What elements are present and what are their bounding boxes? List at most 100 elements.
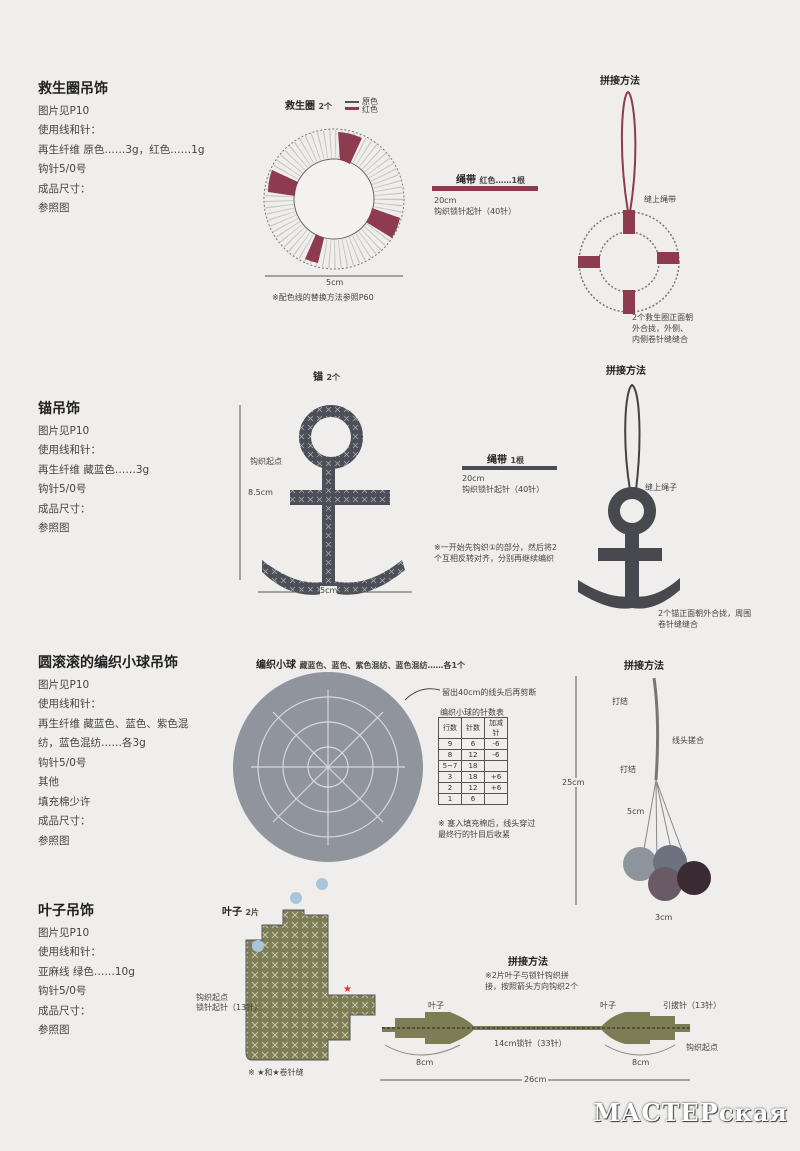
assembly-title: 拼接方法 [508, 957, 548, 968]
piece-label: 编织小球 藏蓝色、蓝色、紫色混纺、蓝色混纺……各1个 [256, 656, 465, 671]
info-line: 参照图 [38, 834, 70, 847]
branch-dimension: 5cm [627, 807, 645, 816]
legend-natural: 原色 [362, 97, 378, 106]
cord-length: 20cm [462, 474, 485, 483]
chart-note: ※一开始先钩织①的部分，然后将2个互相反转对齐，分别再继续编织 [434, 543, 557, 563]
info-line: 钩针5/0号 [38, 163, 87, 175]
height-dimension: 8.5cm [248, 488, 273, 497]
cell: 5~7 [438, 760, 462, 772]
info-line: 钩针5/0号 [38, 985, 87, 997]
chain-label: 锁针起针（13针） [196, 1003, 263, 1012]
header-cell: 加减针 [484, 717, 508, 739]
knot-label: 打结 [612, 697, 628, 706]
info-line: 钩针5/0号 [38, 483, 87, 495]
piece-count: 2片 [245, 908, 260, 917]
info-line: 成品尺寸： [38, 1004, 91, 1017]
lifebuoy-info: 救生圈吊饰 图片见P10 使用线和针： 再生纤维 原色……3g，红色……1g 钩… [38, 80, 205, 219]
info-line: 使用线和针： [38, 946, 101, 958]
cord-label: 绳带 1根 [487, 451, 524, 466]
info-line: 再生纤维 藏蓝色、蓝色、紫色混 [38, 717, 189, 730]
lifebuoy-assembly [578, 90, 680, 314]
section-title: 锚吊饰 [38, 401, 80, 417]
info-line: 图片见P10 [38, 926, 90, 939]
info-line: 成品尺寸： [38, 502, 91, 515]
tail-note: 留出40cm的线头后再剪断 [442, 688, 537, 697]
legend-red: 红色 [362, 105, 378, 114]
cell: 18 [461, 760, 485, 772]
info-line: 参照图 [38, 522, 70, 534]
table-title: 编织小球的针数表 [440, 708, 504, 717]
chart-note: ※ 塞入填充棉后，线头穿过最终行的针目后收紧 [438, 819, 536, 839]
cell: 6 [461, 738, 485, 750]
watermark: МАСТЕРская [593, 1098, 788, 1127]
leaf-label-left: 叶子 [428, 1001, 444, 1010]
table-header-row: 行数针数加减针 [438, 717, 508, 739]
piece-detail: 藏蓝色、蓝色、紫色混纺、蓝色混纺……各1个 [299, 661, 466, 670]
cell [484, 793, 508, 805]
info-line: 参照图 [38, 202, 70, 214]
cell: 9 [438, 738, 462, 750]
start-label: 钩织起点 [250, 457, 282, 466]
middle-chain-label: 14cm锁针（33针） [494, 1039, 567, 1048]
cell: 2 [438, 782, 462, 794]
piece-label: 救生圈 2个 [285, 97, 332, 112]
section-title: 圆滚滚的编织小球吊饰 [38, 655, 178, 671]
leaf-label-right: 叶子 [600, 1001, 616, 1010]
cord-length: 20cm [434, 196, 457, 205]
section-title: 叶子吊饰 [38, 903, 94, 919]
cell: -6 [484, 738, 508, 750]
piece-name: 编织小球 [256, 660, 296, 671]
cord-detail: 1根 [510, 456, 525, 465]
header-cell: 行数 [438, 717, 462, 739]
twist-label: 线头搓合 [672, 736, 704, 745]
leaf-chart: ★ [245, 878, 376, 1061]
left-length: 8cm [416, 1058, 434, 1067]
cord-name: 绳带 [456, 175, 476, 186]
cell: 6 [461, 793, 485, 805]
info-line: 使用线和针： [38, 444, 101, 456]
ball-info: 圆滚滚的编织小球吊饰 图片见P10 使用线和针： 再生纤维 藏蓝色、蓝色、紫色混… [38, 654, 188, 851]
chart-note: ※配色线的替换方法参照P60 [272, 293, 374, 302]
total-length: 26cm [522, 1075, 549, 1084]
cell [484, 760, 508, 772]
piece-name: 叶子 [222, 907, 242, 918]
piece-label: 叶子 2片 [222, 903, 259, 918]
length-dimension: 25cm [562, 778, 585, 787]
piece-name: 救生圈 [285, 101, 315, 112]
info-line: 图片见P10 [38, 104, 90, 117]
assembly-note: ※2片叶子与锁针钩织拼接，按照箭头方向钩织2个 [485, 971, 579, 991]
ball-dimension: 3cm [655, 913, 673, 922]
cord-label: 绳带 红色……1根 [456, 171, 525, 186]
ball-chart [233, 672, 441, 862]
ball-assembly [575, 676, 711, 905]
info-line: 纺，蓝色混纺……各3g [38, 737, 146, 749]
sew-cord-label: 缝上绳带 [644, 195, 676, 204]
info-line: 再生纤维 藏蓝色……3g [38, 463, 150, 476]
width-dimension: 5cm [320, 586, 338, 595]
cord-method: 钩织锁针起针（40针） [462, 485, 545, 494]
cell: 1 [438, 793, 462, 805]
anchor-info: 锚吊饰 图片见P10 使用线和针： 再生纤维 藏蓝色……3g 钩针5/0号 成品… [38, 400, 149, 539]
cord-method: 钩织锁针起针（40针） [434, 207, 517, 216]
cord-name: 绳带 [487, 455, 507, 466]
leaf-info: 叶子吊饰 图片见P10 使用线和针： 亚麻线 绿色……10g 钩针5/0号 成品… [38, 902, 135, 1041]
cell: +6 [484, 771, 508, 783]
cell: 12 [461, 782, 485, 794]
info-line: 亚麻线 绿色……10g [38, 965, 135, 978]
lifebuoy-chart [263, 101, 405, 277]
info-line: 填充棉少许 [38, 795, 91, 808]
info-line: 图片见P10 [38, 424, 90, 437]
info-line: 再生纤维 原色……3g，红色……1g [38, 143, 205, 156]
leaf-assembly [380, 1012, 690, 1081]
chart-note: ※ ★和★卷针缝 [248, 1068, 304, 1077]
info-line: 使用线和针： [38, 698, 101, 710]
header-cell: 针数 [461, 717, 485, 739]
piece-name: 锚 [313, 372, 323, 383]
cell: 18 [461, 771, 485, 783]
svg-text:★: ★ [343, 984, 352, 995]
